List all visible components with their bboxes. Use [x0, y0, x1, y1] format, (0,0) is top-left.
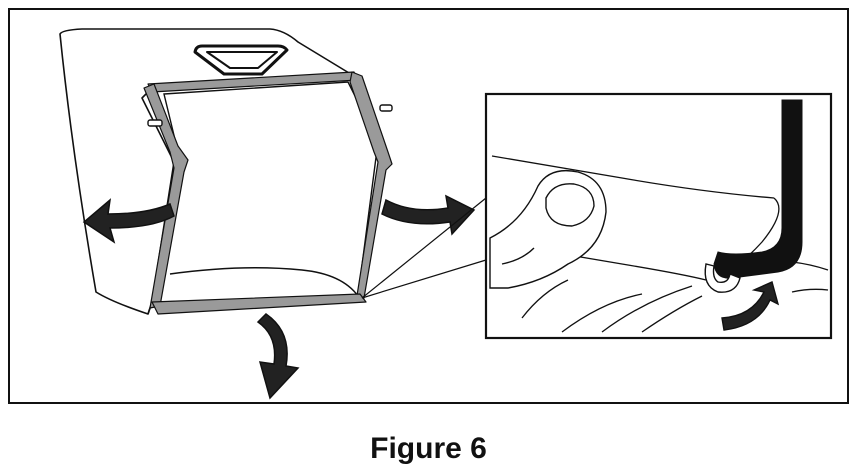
removal-arrow-icon [381, 194, 476, 236]
bag-handle [193, 44, 289, 76]
bag-frame-illustration [59, 28, 833, 400]
frame-rail-icon [713, 99, 803, 279]
detail-inset [484, 92, 833, 340]
callout-lines [361, 197, 487, 299]
figure-caption: Figure 6 [370, 432, 487, 465]
figure-frame [8, 8, 849, 404]
frame-pins [147, 104, 393, 127]
hook-arrow-icon [721, 281, 780, 331]
bag-opening [159, 81, 379, 303]
removal-arrow-icon [256, 313, 300, 400]
removal-arrow-icon [82, 198, 175, 244]
frame-rail-icon [143, 71, 393, 315]
thumb-illustration [489, 169, 607, 289]
